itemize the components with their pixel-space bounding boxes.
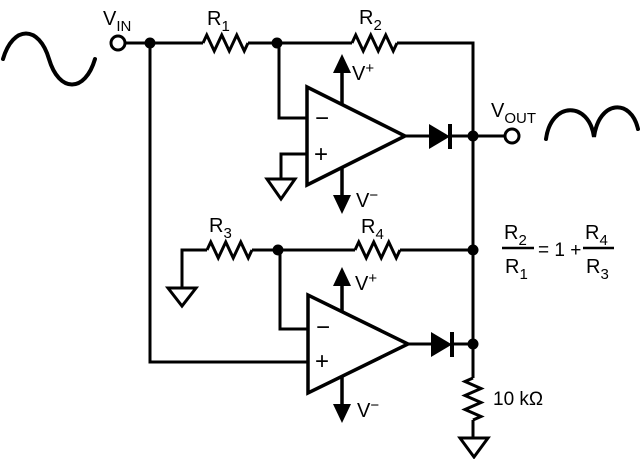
node-dot — [271, 37, 283, 49]
r4-label: R4 — [361, 216, 384, 243]
load-resistor: 10 kΩ — [461, 376, 543, 422]
node-dot — [467, 338, 479, 350]
junction-dots — [144, 37, 479, 350]
arrow-down-head — [333, 195, 351, 214]
ground-icon — [457, 436, 491, 459]
arrow-up-head — [333, 54, 351, 73]
resistor-zigzag-vertical — [461, 376, 485, 422]
opamp2-noninverting-input-label: + — [315, 348, 329, 375]
wires — [125, 41, 505, 438]
node-dot — [467, 244, 479, 256]
opamp2-inverting-input-label: − — [316, 314, 330, 341]
opamp2-vminus-label: V− — [357, 397, 379, 422]
input-signal — [1, 31, 97, 87]
opamp1-vminus-label: V− — [356, 187, 378, 212]
diode-2 — [431, 332, 454, 357]
equation-lhs-numerator: R2 — [504, 222, 527, 249]
ground-opamp1-input — [264, 177, 298, 202]
resistor-r4: R4 — [353, 216, 402, 262]
opamp1-vplus-supply: V+ — [333, 54, 374, 104]
equation-relation: = 1 + — [538, 240, 581, 261]
r3-label: R3 — [209, 215, 232, 242]
diode-icon — [431, 332, 452, 357]
ground-icon — [164, 286, 200, 309]
r1-label: R1 — [207, 8, 230, 35]
equation-rhs-denominator: R3 — [586, 256, 609, 283]
wire-network — [125, 41, 505, 438]
node-dot — [467, 130, 479, 142]
arrow-up-head — [333, 267, 351, 286]
ground-r3 — [164, 286, 200, 309]
opamp2-vminus-supply: V− — [333, 376, 379, 423]
vin-label: VIN — [103, 8, 131, 35]
opamp-2: − + — [306, 292, 412, 396]
opamp-triangle — [306, 292, 412, 396]
load-resistor-label: 10 kΩ — [493, 389, 543, 410]
output-signal — [544, 105, 640, 141]
resistor-r1: R1 — [201, 8, 250, 55]
rectified-wave-icon — [544, 105, 640, 141]
opamp1-inverting-input-label: − — [315, 105, 329, 132]
resistor-zigzag — [350, 31, 399, 55]
sine-wave-icon — [1, 31, 97, 87]
node-dot — [272, 244, 284, 256]
opamp-triangle — [305, 84, 409, 188]
diode-1 — [429, 124, 452, 149]
arrow-down-head — [333, 404, 351, 423]
diode-icon — [429, 124, 450, 149]
opamp-1: − + — [305, 84, 409, 188]
ground-icon — [264, 177, 298, 202]
gain-equation: R2 R1 = 1 + R4 R3 — [502, 222, 614, 283]
resistor-zigzag — [201, 31, 250, 55]
vout-label: VOUT — [491, 100, 536, 127]
equation-rhs-numerator: R4 — [585, 222, 608, 249]
vin-terminal: VIN — [103, 8, 131, 52]
vin-terminal-circle — [109, 34, 127, 52]
opamp1-vplus-label: V+ — [352, 60, 374, 85]
resistor-zigzag — [353, 238, 402, 262]
vout-terminal: VOUT — [491, 100, 536, 145]
opamp1-vminus-supply: V− — [333, 167, 378, 214]
opamp2-vplus-label: V+ — [355, 270, 377, 295]
opamp1-noninverting-input-label: + — [314, 141, 328, 168]
equation-lhs-denominator: R1 — [505, 256, 528, 283]
resistor-r2: R2 — [350, 7, 399, 55]
vout-terminal-circle — [503, 127, 521, 145]
r2-label: R2 — [359, 7, 382, 34]
resistor-zigzag — [205, 238, 254, 262]
ground-load — [457, 436, 491, 459]
resistor-r3: R3 — [205, 215, 254, 262]
opamp2-vplus-supply: V+ — [333, 267, 377, 312]
node-dot — [144, 37, 156, 49]
